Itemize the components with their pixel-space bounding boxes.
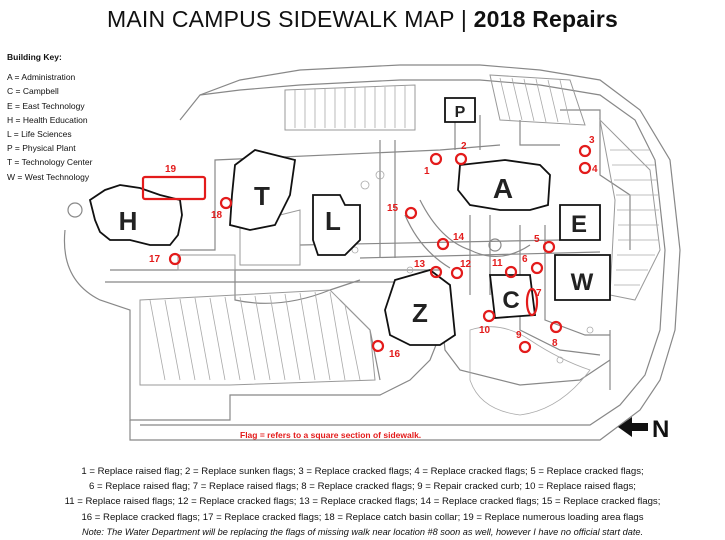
repair-legend: 1 = Replace raised flag; 2 = Replace sun… [0, 464, 725, 540]
north-label: N [652, 416, 669, 441]
flag-number-13: 13 [414, 259, 426, 270]
flag-number-14: 14 [453, 232, 465, 243]
legend-line: 16 = Replace cracked flags; 17 = Replace… [81, 511, 644, 523]
building-z [384, 269, 456, 346]
building-c [488, 274, 537, 319]
flag-marker-9 [518, 340, 532, 354]
flag-number-4: 4 [592, 164, 598, 175]
flag-number-17: 17 [149, 254, 161, 265]
flag-number-6: 6 [522, 254, 528, 265]
flag-number-12: 12 [460, 259, 472, 270]
flag-marker-6 [530, 261, 544, 275]
building-key-item: W = West Technology [7, 171, 90, 182]
building-label-z: Z [412, 298, 428, 328]
building-w [554, 254, 611, 301]
flag-marker-14 [436, 237, 450, 251]
flag-marker-4 [578, 161, 592, 175]
building-label-l: L [325, 206, 341, 236]
building-key-item: T = Technology Center [7, 157, 93, 168]
flag-note: Flag = refers to a square section of sid… [240, 430, 422, 440]
buildings [88, 97, 611, 346]
flag-number-15: 15 [387, 203, 399, 214]
flag-number-7: 7 [536, 288, 542, 299]
flag-numbers: 1 2 3 4 5 6 7 8 9 10 11 12 13 14 15 16 1… [149, 135, 598, 360]
flag-number-3: 3 [589, 135, 595, 146]
flag-marker-8 [549, 320, 563, 334]
building-e [559, 204, 601, 241]
building-key-item: H = Health Education [7, 114, 88, 125]
parking-lots [139, 74, 661, 386]
building-key-item: C = Campbell [7, 86, 59, 97]
building-label-p: P [455, 104, 466, 121]
building-key-item: P = Physical Plant [7, 143, 76, 154]
map-title: MAIN CAMPUS SIDEWALK MAP | 2018 Repairs [0, 6, 725, 33]
north-arrow-icon: N [618, 416, 669, 443]
building-key-item: E = East Technology [7, 100, 85, 111]
flag-marker-10 [482, 309, 496, 323]
flag-marker-17 [168, 252, 182, 266]
map-title-bold: 2018 Repairs [473, 6, 618, 32]
flag-marker-15 [404, 206, 418, 220]
road-network [63, 64, 681, 441]
flag-number-9: 9 [516, 330, 522, 341]
flag-number-11: 11 [492, 258, 503, 269]
flag-marker-2 [454, 152, 468, 166]
building-a [457, 159, 551, 211]
flag-marker-3 [578, 144, 592, 158]
flag-marker-11 [504, 265, 518, 279]
north-arrow: N [616, 413, 676, 446]
building-p [444, 97, 476, 123]
map-title-main: MAIN CAMPUS SIDEWALK MAP | [106, 6, 468, 32]
flag-marker-1 [429, 152, 443, 166]
building-labels: H T L A E W Z C P [119, 104, 594, 328]
building-label-e: E [571, 211, 587, 238]
flag-number-19: 19 [165, 164, 177, 175]
building-key-item: L = Life Sciences [7, 129, 72, 140]
legend-note: Note: The Water Department will be repla… [81, 526, 644, 537]
flag-marker-16 [371, 339, 385, 353]
building-key-item: A = Administration [7, 72, 76, 83]
building-key: Building Key: A = Administration C = Cam… [7, 50, 92, 184]
flag-marker-5 [542, 240, 556, 254]
building-label-w: W [571, 269, 594, 296]
building-label-h: H [119, 206, 138, 236]
flag-marker-18 [219, 196, 233, 210]
flag-marker-7-ellipse [525, 287, 539, 317]
building-label-a: A [493, 173, 513, 204]
flag-number-1: 1 [424, 166, 430, 177]
legend-line: 1 = Replace raised flag; 2 = Replace sun… [81, 466, 644, 477]
flag-number-5: 5 [534, 234, 540, 245]
legend-line: 6 = Replace raised flag; 7 = Replace rai… [89, 481, 636, 493]
flag-markers [168, 144, 592, 354]
flag-marker-12 [450, 266, 464, 280]
flag-marker-13 [429, 265, 443, 279]
flag-area-19 [141, 175, 207, 201]
building-key-title: Building Key: [7, 52, 62, 62]
flag-number-2: 2 [461, 141, 467, 152]
building-label-c: C [502, 287, 519, 314]
flag-number-16: 16 [389, 349, 401, 360]
building-label-t: T [254, 181, 270, 211]
building-l [312, 194, 361, 256]
landscape-dots [326, 170, 594, 416]
legend-line: 11 = Replace raised flags; 12 = Replace … [64, 496, 661, 508]
flag-number-10: 10 [479, 325, 491, 336]
flag-number-18: 18 [211, 210, 223, 221]
flag-number-8: 8 [552, 338, 558, 349]
